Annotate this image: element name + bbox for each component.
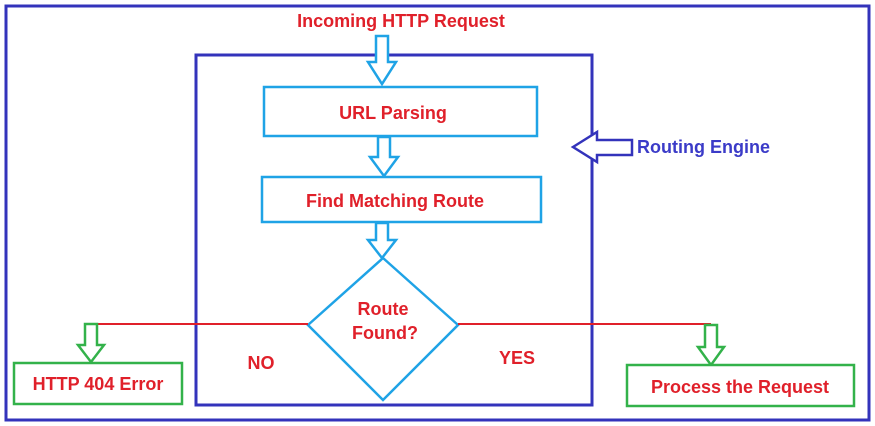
url-parsing-box: [262, 85, 539, 138]
arrow-down-icon: [367, 135, 401, 179]
arrow-left-icon: [570, 129, 634, 165]
http-404-box: [12, 361, 184, 406]
routing-engine-label: Routing Engine: [637, 137, 770, 157]
incoming-request-label: Incoming HTTP Request: [297, 11, 505, 31]
arrow-down-icon: [365, 34, 399, 87]
yes-label: YES: [499, 348, 535, 368]
routing-engine-box: [194, 53, 594, 407]
http-404-label: HTTP 404 Error: [33, 374, 164, 394]
route-found-diamond: [306, 256, 460, 402]
arrow-down-icon: [695, 323, 727, 368]
url-parsing-label: URL Parsing: [339, 103, 447, 123]
decision-line-1: Route: [358, 299, 409, 319]
arrow-down-icon: [75, 322, 107, 365]
arrow-down-icon: [365, 221, 399, 261]
process-request-label: Process the Request: [651, 377, 829, 397]
decision-line-2: Found?: [352, 323, 418, 343]
no-label: NO: [248, 353, 275, 373]
outer-frame: [4, 4, 871, 422]
find-matching-route-box: [260, 175, 543, 224]
process-request-box: [625, 363, 856, 408]
find-matching-route-label: Find Matching Route: [306, 191, 484, 211]
